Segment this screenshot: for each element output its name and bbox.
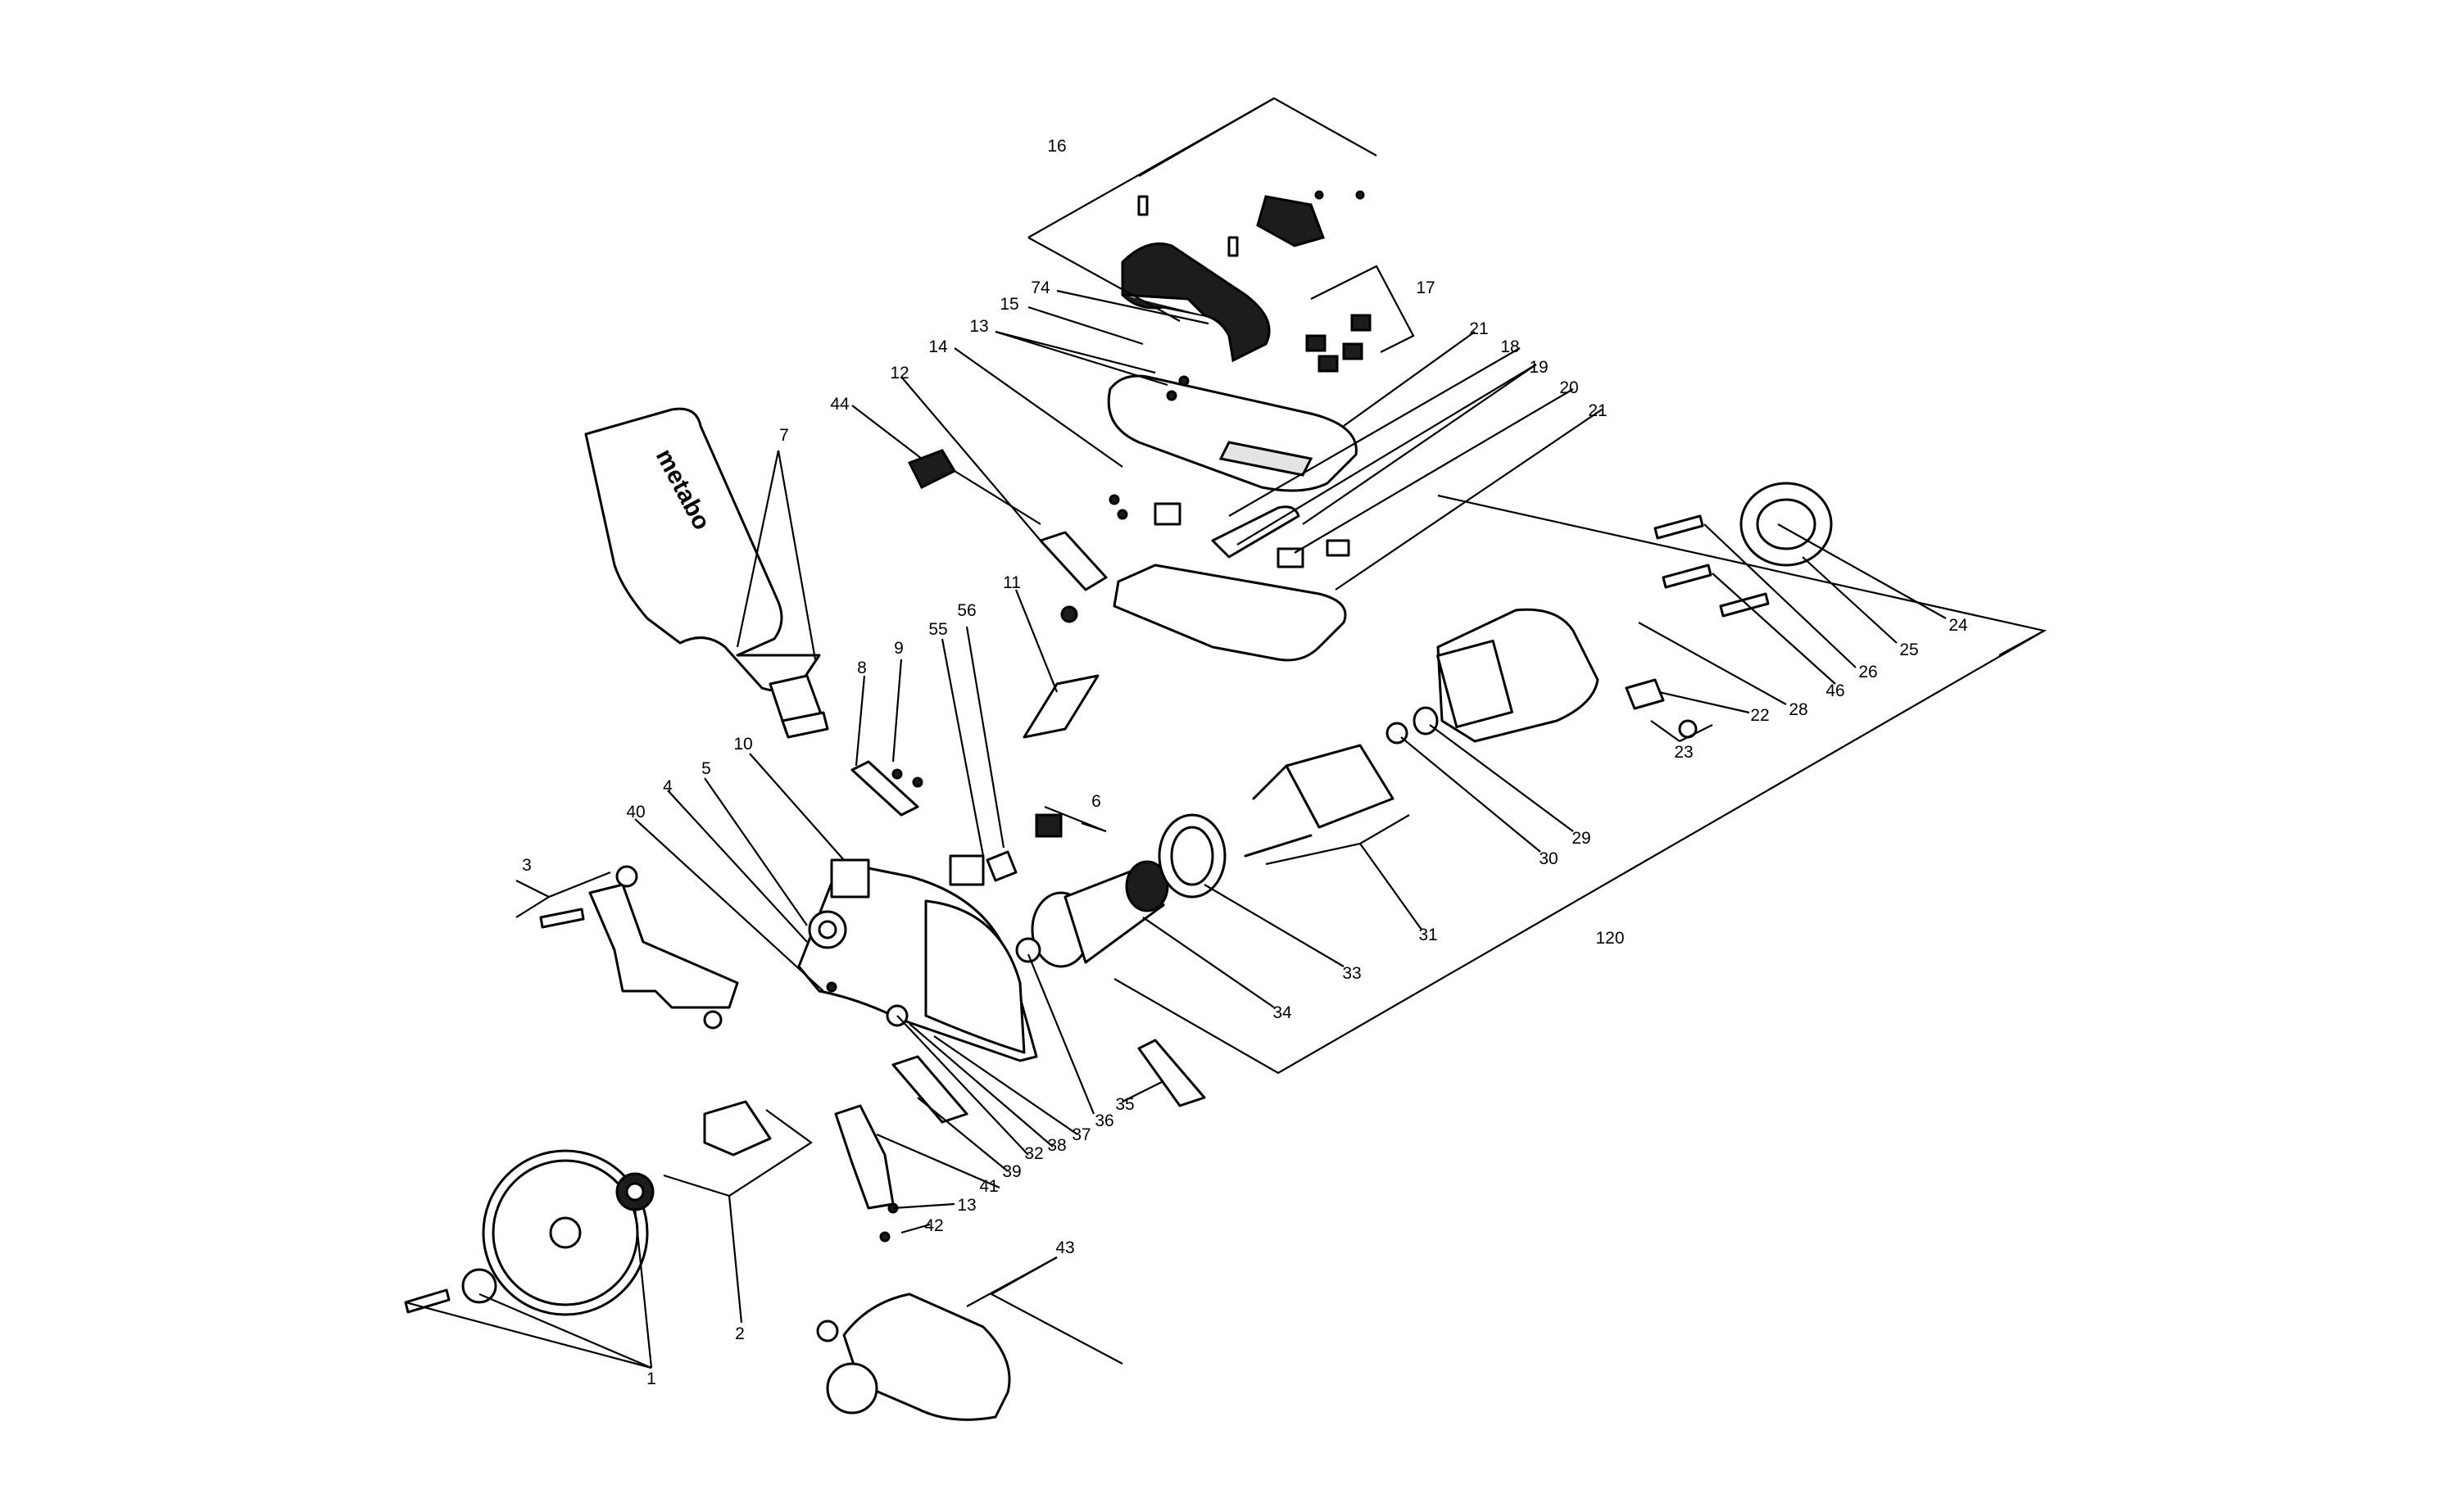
switch-buttons (1305, 314, 1372, 373)
callout-1: 1 (646, 1369, 656, 1388)
saw-blade (482, 1149, 649, 1316)
callout-20: 20 (1559, 378, 1578, 397)
blade-guard-housing (797, 858, 1038, 1062)
cable-grommet (1039, 531, 1108, 591)
parts-drawing: metabo (404, 190, 1833, 1421)
callout-44: 44 (830, 395, 850, 414)
callout-19: 19 (1529, 358, 1548, 377)
motor-housing (1436, 608, 1599, 743)
callout-40: 40 (626, 803, 645, 822)
handle-assembly (1121, 195, 1325, 363)
callout-10: 10 (733, 735, 752, 754)
spring-39 (891, 1055, 968, 1124)
bracket (1023, 674, 1100, 739)
callout-3: 3 (522, 856, 532, 875)
callout-46: 46 (1825, 681, 1844, 700)
callout-74: 74 (1031, 278, 1050, 297)
nut-3 (615, 865, 638, 888)
callout-55: 55 (928, 620, 947, 639)
callout-35: 35 (1115, 1095, 1134, 1114)
callout-42: 42 (924, 1216, 943, 1235)
callout-17: 17 (1416, 278, 1435, 297)
callout-7: 7 (779, 426, 789, 445)
callout-37: 37 (1072, 1125, 1091, 1144)
callout-38: 38 (1047, 1136, 1066, 1155)
cable-nut (1060, 605, 1078, 623)
bearing-29 (1413, 706, 1439, 736)
stator (1244, 744, 1395, 858)
callout-18: 18 (1500, 337, 1519, 356)
bearing-housing (703, 1100, 772, 1157)
callout-21b: 21 (1588, 401, 1607, 420)
switch-box (949, 854, 985, 886)
callout-43: 43 (1055, 1238, 1074, 1257)
cap-56 (986, 850, 1018, 882)
callout-8: 8 (857, 659, 867, 677)
callout-26: 26 (1858, 663, 1877, 681)
lower-housing (1113, 564, 1347, 662)
terminal-block (1154, 502, 1181, 526)
armature (1015, 860, 1169, 968)
bracket-35 (1137, 1039, 1206, 1107)
callout-25: 25 (1899, 641, 1918, 659)
callout-labels: 16 17 74 15 13 14 12 44 21 18 19 20 21 7… (522, 137, 1968, 1388)
callout-2: 2 (735, 1324, 745, 1343)
end-cap (1739, 482, 1833, 567)
upper-housing (1107, 374, 1358, 492)
callout-5: 5 (701, 759, 711, 778)
callout-13b: 13 (957, 1196, 976, 1215)
callout-15: 15 (1000, 295, 1018, 314)
screw-26 (1653, 514, 1704, 540)
callout-6: 6 (1091, 792, 1101, 811)
screw-24 (1719, 592, 1770, 618)
callout-23: 23 (1674, 743, 1693, 762)
callout-21a: 21 (1469, 319, 1488, 338)
callout-32: 32 (1024, 1144, 1043, 1163)
flange-outer (461, 1268, 497, 1304)
callout-4: 4 (663, 777, 673, 796)
callout-31: 31 (1418, 926, 1437, 944)
callout-33: 33 (1342, 964, 1361, 983)
capacitor (1326, 539, 1350, 557)
callout-41: 41 (979, 1177, 998, 1196)
callout-9: 9 (894, 639, 904, 658)
power-cord (907, 449, 1041, 525)
callout-12: 12 (890, 364, 909, 383)
callout-28: 28 (1789, 700, 1807, 719)
brush-holder (1625, 678, 1665, 710)
leader-lines (405, 97, 2048, 1369)
blade-bolt (404, 1288, 451, 1314)
callout-14: 14 (928, 337, 948, 356)
callout-56: 56 (957, 601, 976, 620)
bolt-3 (539, 908, 585, 929)
spring-clip (850, 760, 919, 817)
screw-46 (1662, 564, 1712, 589)
switch-lever (1211, 505, 1300, 559)
callout-29: 29 (1571, 829, 1590, 848)
callout-120: 120 (1595, 929, 1624, 948)
callout-34: 34 (1272, 1003, 1292, 1022)
dust-bag: metabo (584, 407, 829, 739)
callout-39: 39 (1002, 1162, 1021, 1181)
lower-blade-guard (816, 1292, 1011, 1421)
callout-16: 16 (1047, 137, 1066, 156)
washer-3 (703, 1010, 723, 1030)
lever-arm (588, 883, 739, 1009)
callout-11: 11 (1003, 573, 1021, 592)
callout-36: 36 (1095, 1111, 1113, 1130)
switch-block (1277, 547, 1304, 568)
callout-22: 22 (1750, 706, 1769, 725)
callout-24: 24 (1948, 616, 1968, 635)
callout-30: 30 (1539, 849, 1558, 868)
callout-13a: 13 (969, 317, 988, 336)
switch-6 (1035, 813, 1063, 838)
spindle-lock (834, 1104, 895, 1210)
